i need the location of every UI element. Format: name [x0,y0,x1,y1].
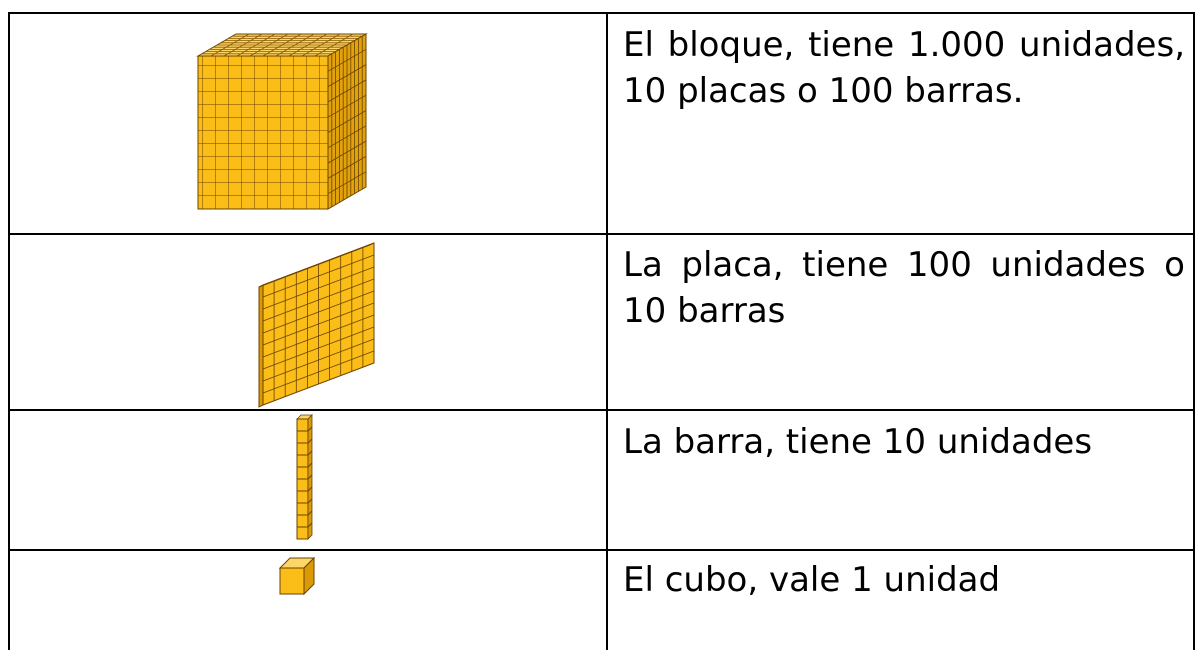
base-ten-flat-icon [258,242,375,408]
unit-cube-icon [278,556,316,596]
base-ten-rod-icon [296,414,313,540]
table-border-left [8,12,10,650]
row-divider-2 [8,409,1195,411]
table-row-cubo-text: El cubo, vale 1 unidad [623,560,1001,600]
column-divider [606,12,608,650]
row-divider-1 [8,233,1195,235]
table-row-placa-image-cell [8,235,606,409]
table-row-bloque-image-cell [8,14,606,233]
table-row-barra-image-cell [8,411,606,549]
table-row-placa-text: La placa, tiene 100 unidades o 10 barras [623,245,1185,331]
base-ten-table: El bloque, tiene 1.000 unidades, 10 plac… [8,12,1195,662]
table-row-cubo-image-cell [8,551,606,650]
table-row-barra-text: La barra, tiene 10 unidades [623,422,1093,462]
base-ten-block-cube-icon [196,33,368,210]
row-divider-3 [8,549,1195,551]
table-border-right [1193,12,1195,650]
table-border-top [8,12,1195,14]
table-row-bloque-text: El bloque, tiene 1.000 unidades, 10 plac… [623,25,1185,111]
